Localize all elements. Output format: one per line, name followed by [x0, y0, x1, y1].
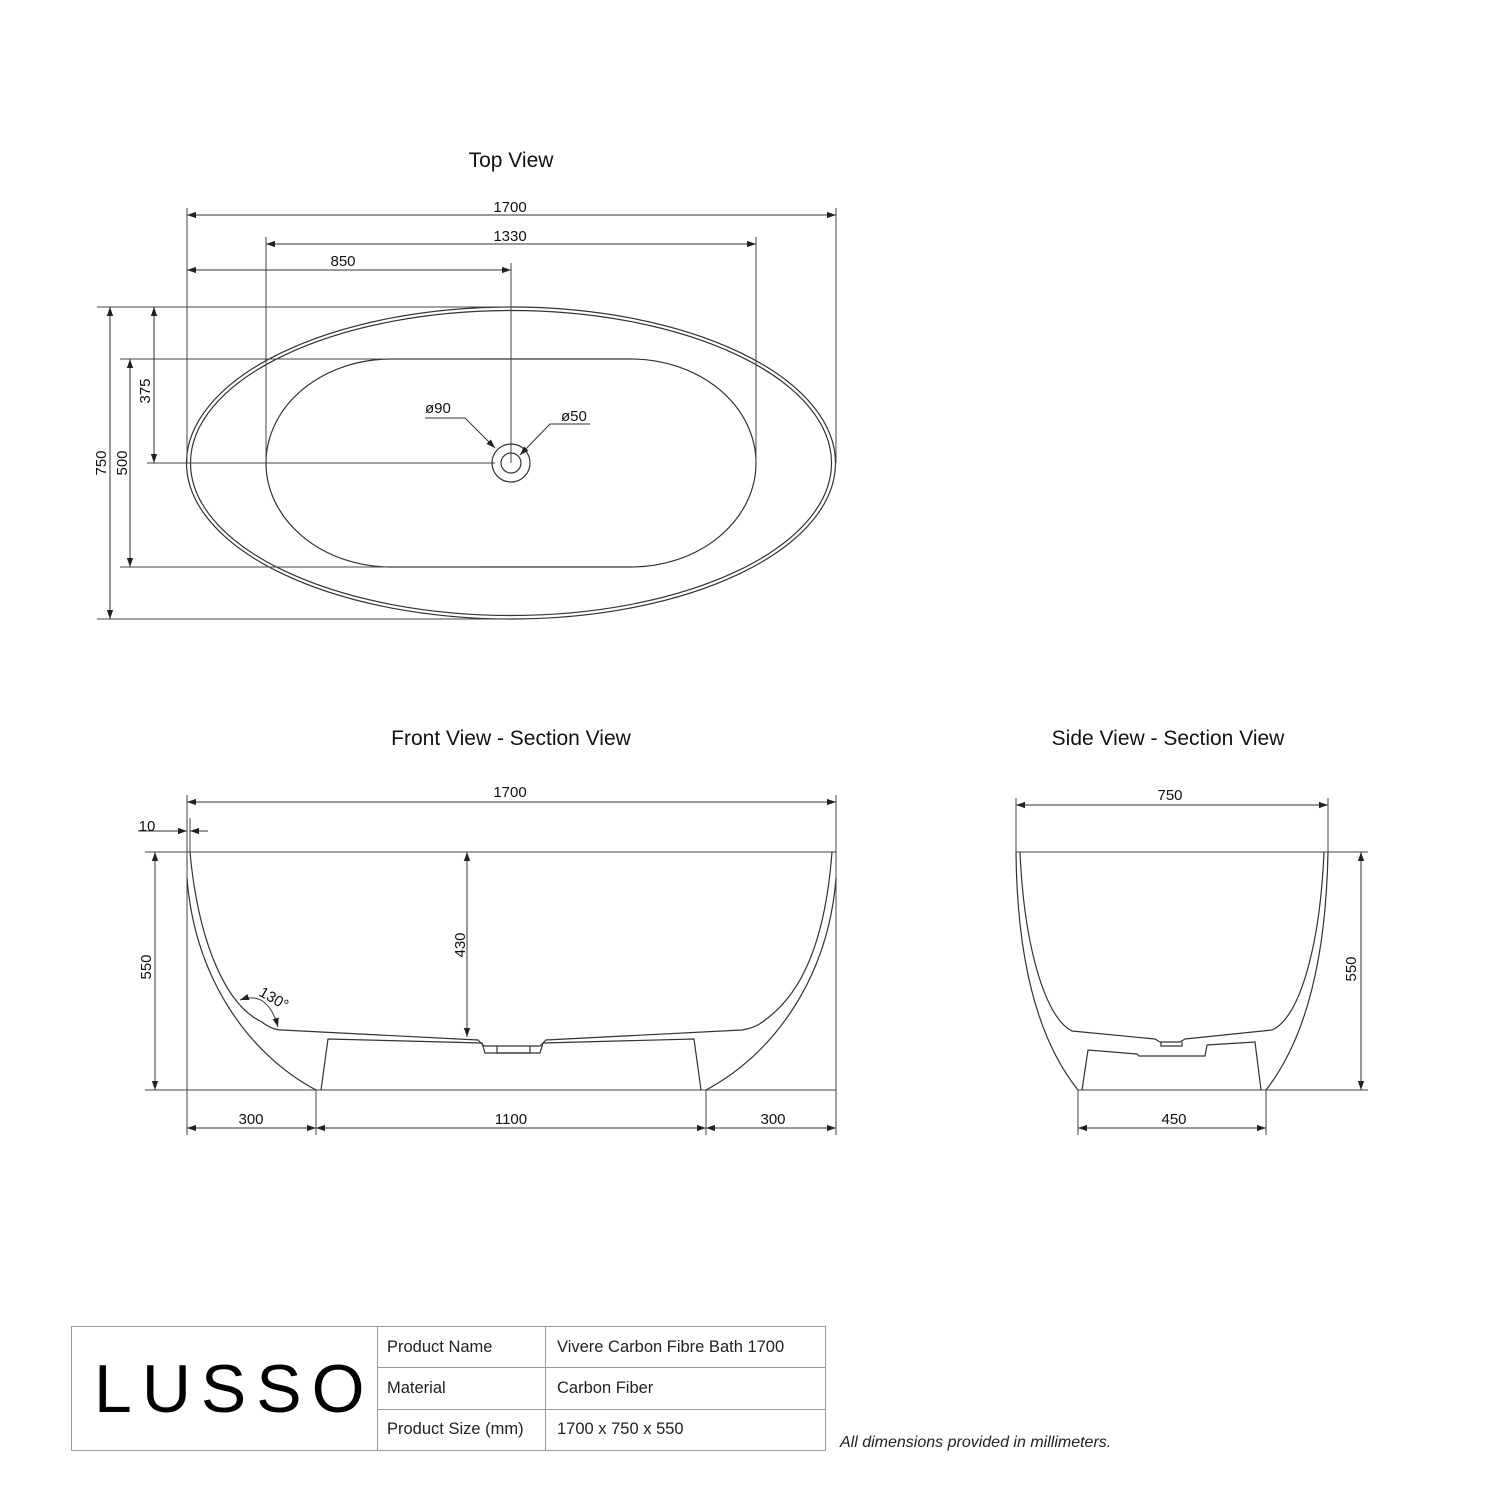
- dim-side-width: 750: [1157, 787, 1182, 804]
- front-shell-outer-left: [186, 877, 317, 1091]
- side-view-title: Side View - Section View: [1052, 727, 1286, 750]
- dim-waste-outer: ø90: [425, 400, 451, 417]
- front-shell-inner: [189, 851, 833, 1047]
- spec-table: LUSSO Product Name Vivere Carbon Fibre B…: [71, 1326, 826, 1451]
- spec-row: Product Size (mm) 1700 x 750 x 550: [378, 1409, 825, 1450]
- front-view: Front View - Section View 1700 10 550 43…: [138, 727, 837, 1135]
- front-view-title: Front View - Section View: [391, 727, 631, 750]
- dim-front-wall: 10: [139, 818, 156, 835]
- top-view: Top View 1700 1330 850 750 500 375 ø90 ø…: [93, 149, 837, 620]
- dim-side-base: 450: [1161, 1111, 1186, 1128]
- side-shell-outer-right: [1265, 851, 1329, 1091]
- dim-side-height: 550: [1343, 956, 1360, 981]
- spec-value: 1700 x 750 x 550: [557, 1420, 684, 1439]
- dim-front-right-base: 300: [760, 1111, 785, 1128]
- side-view: Side View - Section View 750 550 450: [1015, 727, 1368, 1135]
- spec-label: Product Name: [378, 1327, 546, 1368]
- spec-row: Material Carbon Fiber: [378, 1368, 825, 1410]
- dim-front-base: 1100: [495, 1111, 527, 1128]
- dim-waste-inner: ø50: [561, 408, 587, 425]
- side-base-plinth: [1081, 1041, 1262, 1091]
- spec-label: Material: [378, 1368, 546, 1409]
- top-view-title: Top View: [469, 149, 555, 172]
- dim-front-angle: 130°: [256, 984, 291, 1014]
- front-base-plinth: [320, 1038, 702, 1091]
- dim-top-inner-width: 500: [114, 450, 131, 475]
- units-note: All dimensions provided in millimeters.: [840, 1434, 1112, 1451]
- side-shell-outer-left: [1015, 851, 1079, 1091]
- spec-row: Product Name Vivere Carbon Fibre Bath 17…: [378, 1327, 825, 1369]
- dim-top-drain-offset: 375: [137, 378, 154, 403]
- dim-top-width: 750: [93, 450, 110, 475]
- dim-front-length: 1700: [493, 784, 526, 801]
- brand-logo: LUSSO: [72, 1327, 378, 1450]
- spec-label: Product Size (mm): [378, 1409, 546, 1450]
- dim-front-depth: 430: [452, 932, 469, 957]
- side-waste: [1160, 1042, 1183, 1047]
- front-waste: [496, 1046, 531, 1054]
- dim-front-left-base: 300: [238, 1111, 263, 1128]
- spec-value: Vivere Carbon Fibre Bath 1700: [557, 1337, 785, 1356]
- spec-value: Carbon Fiber: [557, 1378, 654, 1397]
- dim-top-inner-length: 1330: [493, 228, 526, 245]
- front-shell-outer-right: [705, 877, 837, 1091]
- side-shell-inner: [1019, 851, 1325, 1043]
- dim-front-height: 550: [138, 954, 155, 979]
- dim-top-center: 850: [330, 253, 355, 270]
- dim-top-length: 1700: [493, 199, 526, 216]
